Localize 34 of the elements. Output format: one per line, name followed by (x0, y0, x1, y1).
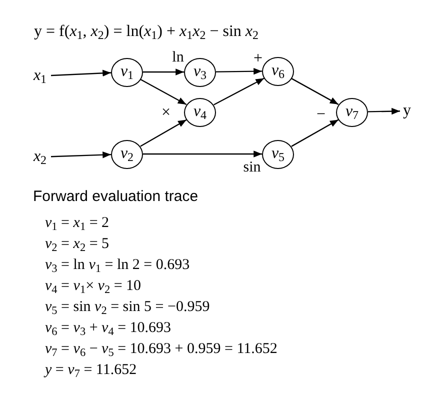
arrow (291, 119, 339, 147)
trace-equation: v$_{1}$ = x$_{1}$ = 2 (45, 214, 110, 234)
arrow (214, 78, 264, 106)
arrow (140, 78, 187, 106)
operator-label: × (161, 105, 171, 121)
variable-node: v$_{4}$ (184, 98, 216, 126)
trace-equation: v$_{3}$ = ln v$_{1}$ = ln 2 = 0.693 (45, 256, 191, 276)
trace-equation: v$_{6}$ = v$_{3}$ + v$_{4}$ = 10.693 (45, 319, 172, 339)
input-output-label: x$_{2}$ (29, 147, 51, 167)
formula-title: y = f(x$_{1}$, x$_{2}$) = ln(x$_{1}$) + x$_{1}$x$_{2}$ − sin x$_{2}$ (34, 22, 259, 42)
trace-equation: v$_{5}$ = sin v$_{2}$ = sin 5 = −0.959 (45, 298, 211, 318)
input-output-label: x$_{1}$ (29, 66, 51, 86)
variable-node: v$_{1}$ (111, 58, 143, 86)
variable-node: v$_{6}$ (262, 56, 294, 86)
operator-label: + (253, 51, 263, 67)
arrow (50, 151, 112, 158)
arrow (291, 78, 339, 105)
arrow (216, 68, 262, 75)
variable-node: v$_{7}$ (336, 98, 368, 126)
variable-node: v$_{2}$ (111, 140, 143, 168)
arrow (140, 119, 187, 147)
arrow (143, 68, 184, 76)
section-heading: Forward evaluation trace (33, 187, 200, 207)
arrow (143, 150, 262, 158)
variable-node: v$_{3}$ (184, 58, 216, 86)
arrow (368, 108, 400, 115)
trace-equation: v$_{2}$ = x$_{2}$ = 5 (45, 235, 110, 255)
input-output-label: y (400, 101, 414, 121)
variable-node: v$_{5}$ (262, 140, 294, 168)
trace-equation: y = v$_{7}$ = 11.652 (45, 361, 138, 381)
arrow (50, 70, 112, 76)
operator-label: − (316, 107, 326, 123)
trace-equation: v$_{4}$ = v$_{1}$× v$_{2}$ = 10 (45, 277, 142, 297)
trace-equation: v$_{7}$ = v$_{6}$ − v$_{5}$ = 10.693 + 0.959 = 11.652 (45, 340, 278, 360)
